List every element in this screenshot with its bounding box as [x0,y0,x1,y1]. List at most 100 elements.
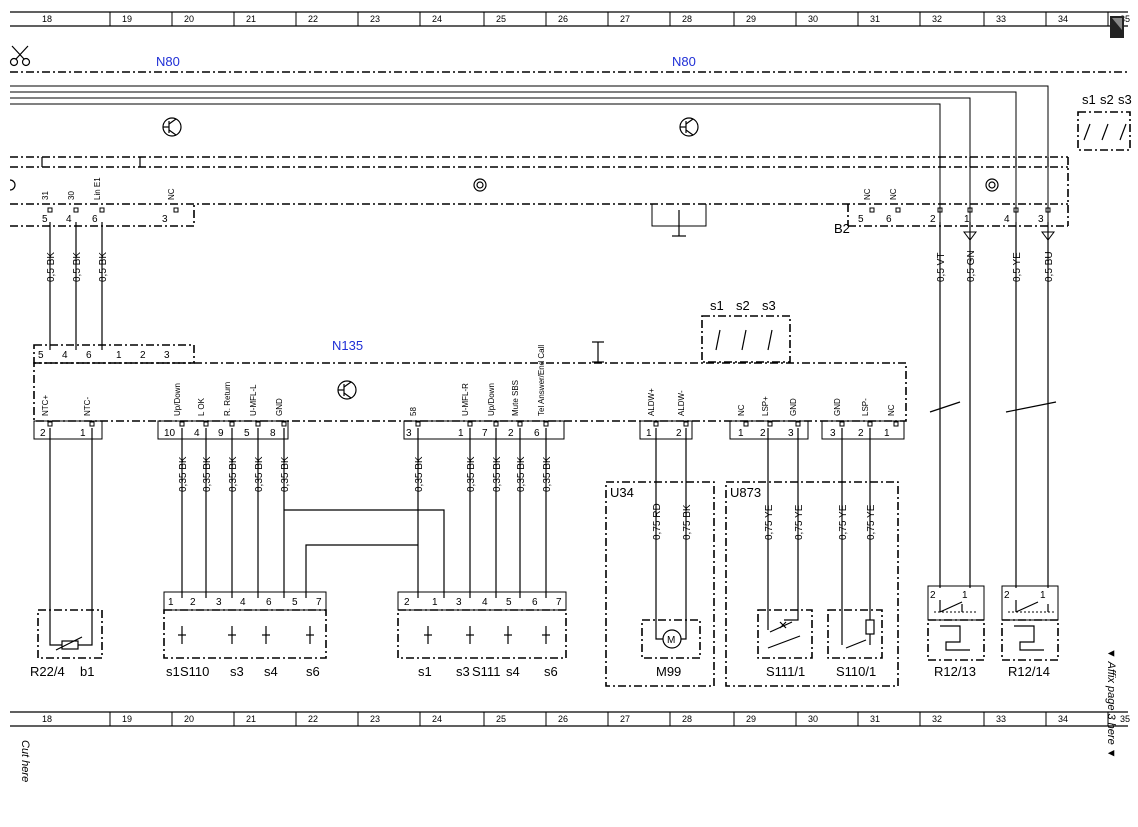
s111-pin-number: 3 [456,597,462,608]
mid-switch-label: s3 [762,298,776,313]
r12-14-heater: 2 1 R12/14 [1001,585,1059,679]
n135-top-pin: 5 [38,350,44,361]
ruler-label-top: 35 [1120,14,1130,24]
b2-pin-number: 3 [1038,214,1044,225]
ruler-label-top: 22 [308,14,318,24]
pin-marker [203,421,209,427]
s111-label: S111 [472,664,500,679]
transistor-icon [337,380,357,400]
n135-pin-number: 6 [534,428,540,439]
s111-1-label: S111/1 [766,664,805,679]
wire-label: 0,5 BU [1044,251,1055,282]
ruler-label-top: 34 [1058,14,1068,24]
s110-s4-label: s4 [264,664,278,679]
wire-label: 0,35 BK [254,456,265,492]
wire-label: 0,75 YE [866,504,877,540]
ruler-label-top: 27 [620,14,630,24]
n135-pin-number: 1 [738,428,744,439]
pin-marker [1013,207,1019,213]
pin-marker [179,421,185,427]
pin-marker [281,421,287,427]
n135-pin-number: 2 [508,428,514,439]
n135-signal-label: U-MFL-L [249,384,258,416]
ruler-label-top: 23 [370,14,380,24]
pin-marker [1045,207,1051,213]
n135-label: N135 [332,338,363,353]
pin-marker [683,421,689,427]
n135-signal-label: GND [833,398,842,416]
pin-marker [73,207,79,213]
r22-4-sensor: R22/4 b1 [30,609,103,679]
pin-marker [229,421,235,427]
s111-pin-number: 4 [482,597,488,608]
wire-label: 0,35 BK [466,456,477,492]
wire-label: 0,5 BK [72,252,83,282]
ruler-label-bottom: 23 [370,714,380,724]
ruler-label-top: 25 [496,14,506,24]
n135-pin-number: 2 [40,428,46,439]
pin-marker [869,207,875,213]
n135-top-pin: 2 [140,350,146,361]
ruler-label-bottom: 28 [682,714,692,724]
ruler-label-top: 30 [808,14,818,24]
wire-label: 0,35 BK [178,456,189,492]
n135-signal-label: Up/Down [173,383,182,416]
r22-4-label: R22/4 [30,664,65,679]
ruler-label-top: 26 [558,14,568,24]
m99-label: M99 [656,664,681,679]
n135-pin-number: 3 [788,428,794,439]
s110-pin-number: 3 [216,597,222,608]
n80-pin-number: 5 [42,214,48,225]
n80-pin-signal: 31 [41,191,50,200]
wire-label: 0,35 BK [202,456,213,492]
s110-s6-label: s6 [306,664,320,679]
s111-s3-label: s3 [456,664,470,679]
n135-signal-label: 58 [409,407,418,416]
ruler-label-top: 29 [746,14,756,24]
pin-marker [47,207,53,213]
wire-label: 0,5 BK [46,252,57,282]
n80-label-right: N80 [672,54,696,69]
b1-label: b1 [80,664,94,679]
n135-signal-label: GND [275,398,284,416]
wire-label: 0,5 GN [966,250,977,282]
wire-label: 0,35 BK [542,456,553,492]
ruler-label-bottom: 25 [496,714,506,724]
n135-pin-number: 1 [80,428,86,439]
n135-top-pin: 3 [164,350,170,361]
n135-pin-number: 10 [164,428,176,439]
r12-13-label: R12/13 [934,664,976,679]
n135-signal-label: R. Return [223,382,232,416]
n80-pin-signal: Lin E1 [93,177,102,200]
pin-marker [967,207,973,213]
pin-marker [839,421,845,427]
pin-marker [653,421,659,427]
top-switch-label: s2 [1100,92,1114,107]
n80-module: N80 N80 [9,54,1132,237]
n135-pin-number: 3 [406,428,412,439]
wire-label: 0,35 BK [414,456,425,492]
transistor-icon [679,117,699,137]
cut-here-text: Cut here [19,740,31,782]
mid-switch-label: s2 [736,298,750,313]
s110-label: S110 [180,664,209,679]
ruler-label-bottom: 32 [932,714,942,724]
n135-signal-label: Mute SBS [511,380,520,416]
spiral-icon [985,178,999,192]
wire-label: 0,35 BK [280,456,291,492]
r12-13-pin2: 2 [930,590,936,601]
b2-label: B2 [834,221,850,236]
ruler-label-bottom: 31 [870,714,880,724]
n135-signal-label: ALDW- [677,390,686,416]
pin-marker [517,421,523,427]
s110-s3-label: s3 [230,664,244,679]
wire-label: 0,35 BK [516,456,527,492]
b2-pin-number: 1 [964,214,970,225]
ruler-label-top: 28 [682,14,692,24]
n135-top-pin: 6 [86,350,92,361]
wire-label: 0,35 BK [228,456,239,492]
wire-label: 0,75 BK [682,504,693,540]
